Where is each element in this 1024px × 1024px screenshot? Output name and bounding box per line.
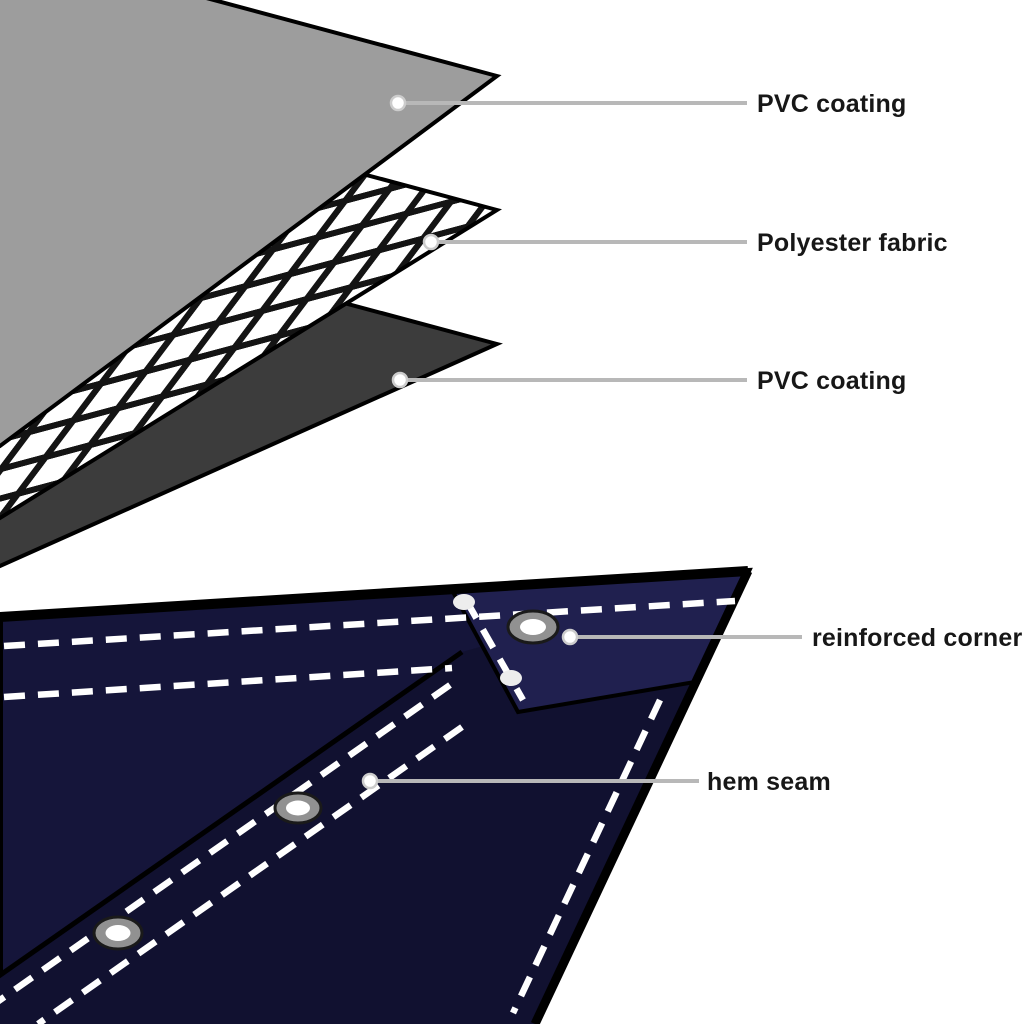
hem-grommet-2-hole xyxy=(105,925,131,941)
hem-grommet-1-hole xyxy=(286,800,310,816)
tarpaulin-corner xyxy=(0,566,753,1024)
leader-dot-pvc-coating-top xyxy=(389,94,407,112)
leader-lines xyxy=(370,101,802,783)
label-hem-seam: hem seam xyxy=(707,768,831,796)
stitch-top-2 xyxy=(3,664,453,701)
tarp-right-edge xyxy=(530,569,753,1024)
stitch-fold-2 xyxy=(36,724,464,1024)
label-reinforced-corner: reinforced corner xyxy=(812,624,1023,652)
label-polyester-fabric: Polyester fabric xyxy=(757,229,948,257)
tarp-top-edge xyxy=(0,566,749,622)
corner-rivet-lower xyxy=(500,670,522,686)
corner-grommet-hole xyxy=(520,619,546,635)
pvc-top-sheet xyxy=(0,0,502,449)
hem-fold-seam xyxy=(0,649,464,979)
stitch-corner-patch xyxy=(463,598,526,702)
grommets xyxy=(92,594,560,951)
stitch-right-edge xyxy=(510,698,663,1015)
label-pvc-coating-top: PVC coating xyxy=(757,90,907,118)
leader-dots xyxy=(361,94,579,790)
stitch-top-1 xyxy=(3,597,736,650)
leader-dot-reinforced-corner xyxy=(561,628,579,646)
hem-seam-stitches xyxy=(0,597,736,1024)
label-pvc-coating-mid: PVC coating xyxy=(757,367,907,395)
corner-rivet-upper xyxy=(453,594,475,610)
leader-dot-hem-seam xyxy=(361,772,379,790)
leader-dot-polyester-fabric xyxy=(422,233,440,251)
leader-dot-pvc-coating-mid xyxy=(391,371,409,389)
stitch-fold-1 xyxy=(0,682,452,1004)
